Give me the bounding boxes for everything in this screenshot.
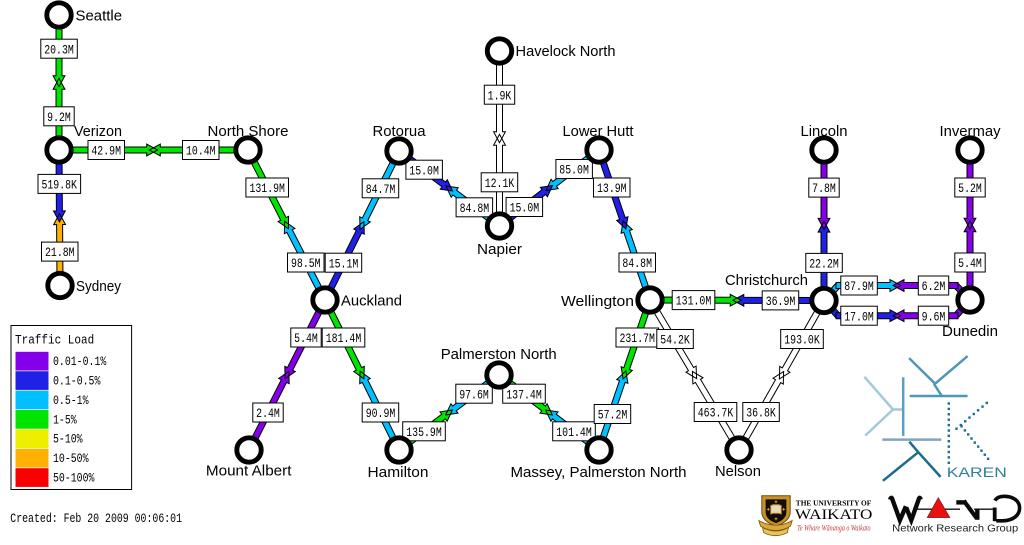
svg-text:6.2M: 6.2M: [922, 279, 946, 294]
svg-text:THE UNIVERSITY OF: THE UNIVERSITY OF: [796, 498, 872, 507]
svg-text:Christchurch: Christchurch: [725, 272, 808, 289]
svg-text:9.6M: 9.6M: [922, 309, 946, 324]
svg-text:36.8K: 36.8K: [746, 406, 776, 421]
svg-text:181.4M: 181.4M: [326, 331, 362, 346]
svg-text:21.8M: 21.8M: [45, 245, 75, 260]
svg-text:9.2M: 9.2M: [47, 110, 71, 125]
svg-text:231.7M: 231.7M: [619, 331, 655, 346]
svg-text:193.0K: 193.0K: [784, 333, 820, 348]
svg-text:WAIKATO: WAIKATO: [795, 507, 873, 523]
svg-text:42.9M: 42.9M: [91, 144, 121, 159]
svg-text:36.9M: 36.9M: [766, 294, 796, 309]
svg-text:84.8M: 84.8M: [622, 256, 652, 271]
svg-text:463.7K: 463.7K: [698, 406, 734, 421]
svg-text:Verizon: Verizon: [74, 123, 122, 140]
svg-text:15.0M: 15.0M: [510, 201, 540, 216]
svg-text:101.4M: 101.4M: [556, 425, 592, 440]
svg-text:Auckland: Auckland: [341, 293, 402, 310]
svg-text:57.2M: 57.2M: [598, 408, 628, 423]
svg-text:10.4M: 10.4M: [186, 144, 216, 159]
svg-text:54.2K: 54.2K: [660, 333, 690, 348]
svg-text:Lower Hutt: Lower Hutt: [563, 123, 635, 140]
svg-text:Created: Feb 20 2009 00:06:01: Created: Feb 20 2009 00:06:01: [10, 511, 182, 526]
svg-text:131.9M: 131.9M: [249, 181, 285, 196]
svg-text:Havelock North: Havelock North: [516, 43, 616, 60]
svg-text:84.7M: 84.7M: [366, 182, 396, 197]
svg-text:90.9M: 90.9M: [366, 406, 396, 421]
svg-text:5.4M: 5.4M: [958, 256, 982, 271]
svg-text:137.4M: 137.4M: [506, 387, 542, 402]
svg-text:84.8M: 84.8M: [460, 201, 490, 216]
svg-text:Napier: Napier: [477, 241, 522, 258]
svg-text:87.9M: 87.9M: [844, 279, 874, 294]
svg-text:50-100%: 50-100%: [53, 471, 95, 486]
svg-text:97.6M: 97.6M: [459, 387, 489, 402]
svg-text:Dunedin: Dunedin: [942, 323, 998, 340]
svg-text:17.0M: 17.0M: [844, 309, 874, 324]
svg-text:5-10%: 5-10%: [53, 432, 83, 447]
svg-text:10-50%: 10-50%: [53, 451, 89, 466]
svg-text:135.9M: 135.9M: [406, 425, 442, 440]
svg-text:7.8M: 7.8M: [812, 181, 836, 196]
svg-text:98.5M: 98.5M: [291, 256, 321, 271]
svg-text:North Shore: North Shore: [208, 123, 289, 140]
svg-text:13.9M: 13.9M: [597, 181, 627, 196]
svg-text:Mount Albert: Mount Albert: [206, 463, 292, 480]
svg-text:0.5-1%: 0.5-1%: [53, 393, 89, 408]
svg-text:KAREN: KAREN: [947, 465, 1007, 480]
svg-text:Lincoln: Lincoln: [801, 123, 848, 140]
svg-text:20.3M: 20.3M: [44, 42, 74, 57]
svg-text:12.1K: 12.1K: [485, 176, 515, 191]
svg-text:15.1M: 15.1M: [329, 256, 359, 271]
svg-text:15.0M: 15.0M: [409, 163, 439, 178]
svg-text:Palmerston North: Palmerston North: [441, 346, 557, 363]
svg-text:Massey, Palmerston North: Massey, Palmerston North: [511, 464, 687, 481]
svg-text:Seattle: Seattle: [76, 8, 123, 25]
svg-text:Traffic Load: Traffic Load: [15, 333, 94, 348]
svg-text:0.1-0.5%: 0.1-0.5%: [53, 374, 101, 389]
svg-text:5.4M: 5.4M: [294, 331, 318, 346]
svg-text:1.9K: 1.9K: [488, 88, 512, 103]
svg-text:Hamilton: Hamilton: [368, 464, 429, 481]
svg-text:Te Whare Wānanga o Waikato: Te Whare Wānanga o Waikato: [797, 524, 871, 533]
svg-text:5.2M: 5.2M: [958, 181, 982, 196]
svg-text:Nelson: Nelson: [715, 463, 761, 480]
svg-text:0.01-0.1%: 0.01-0.1%: [53, 354, 107, 369]
svg-text:131.0M: 131.0M: [676, 294, 712, 309]
svg-text:Wellington: Wellington: [561, 293, 634, 310]
svg-text:22.2M: 22.2M: [809, 257, 839, 272]
svg-text:1-5%: 1-5%: [53, 412, 77, 427]
svg-text:Sydney: Sydney: [76, 278, 121, 295]
svg-text:Network Research Group: Network Research Group: [892, 523, 1018, 535]
svg-text:519.8K: 519.8K: [41, 178, 77, 193]
svg-text:2.4M: 2.4M: [256, 406, 280, 421]
svg-text:Rotorua: Rotorua: [373, 123, 427, 140]
svg-text:Invermay: Invermay: [940, 123, 1001, 140]
svg-text:85.0M: 85.0M: [559, 163, 589, 178]
